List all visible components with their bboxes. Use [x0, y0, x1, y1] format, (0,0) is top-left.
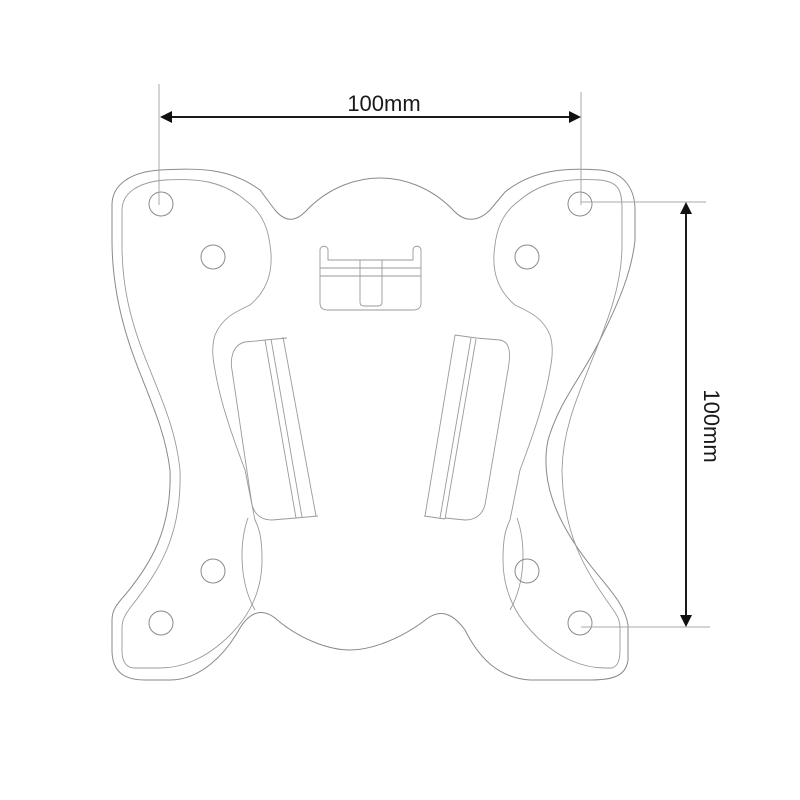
- horizontal-dimension-label: 100mm: [347, 91, 420, 116]
- plate-outer-outline: [111, 168, 636, 681]
- hole-bottom-left: [148, 610, 174, 636]
- latch-clip: [319, 245, 422, 311]
- arrow-up-icon: [680, 202, 692, 214]
- center-hub-left-arc: [241, 517, 256, 611]
- inner-hole-bottom-left: [200, 558, 226, 584]
- inner-hole-top-left: [200, 244, 226, 270]
- arrow-right-icon: [569, 111, 581, 123]
- vertical-dimension: 100mm: [680, 202, 724, 627]
- hole-top-right: [567, 191, 593, 217]
- center-hub-right-arc: [509, 517, 524, 611]
- vertical-dimension-label: 100mm: [699, 389, 724, 462]
- plate-inner-outline-right: [493, 179, 623, 669]
- inner-hole-top-right: [514, 244, 540, 270]
- horizontal-dimension: 100mm: [160, 91, 581, 123]
- inner-hole-bottom-right: [514, 558, 540, 584]
- plate-inner-outline: [121, 179, 272, 669]
- arrow-down-icon: [680, 615, 692, 627]
- hole-bottom-right: [567, 610, 593, 636]
- right-slot: [423, 334, 510, 521]
- arrow-left-icon: [160, 111, 172, 123]
- hole-top-left: [148, 191, 174, 217]
- left-slot: [230, 336, 319, 521]
